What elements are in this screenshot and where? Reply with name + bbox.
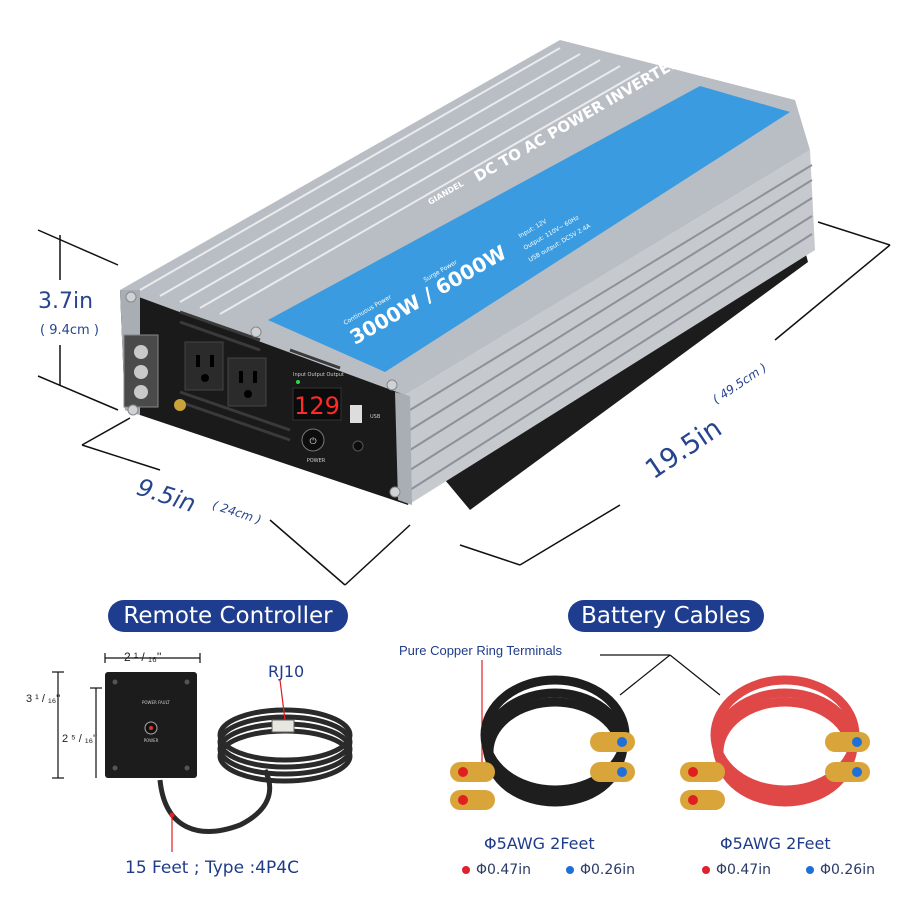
voltage-display	[292, 387, 342, 421]
screws	[125, 291, 401, 498]
height-inches: 3.7in	[38, 289, 94, 314]
terminals-label: Pure Copper Ring Terminals	[399, 643, 563, 658]
usb-label: USB	[370, 414, 381, 420]
remote-controller-heading: Remote Controller	[108, 600, 348, 632]
black-legend-small-text: Φ0.26in	[580, 862, 635, 878]
front-vents	[179, 310, 341, 442]
usb-port	[350, 405, 362, 423]
black-legend-small: Φ0.26in	[566, 862, 635, 878]
red-legend-large: Φ0.47in	[702, 862, 771, 878]
remote-fault-label: FAULT	[158, 700, 170, 705]
remote-button-label: POWER	[144, 738, 159, 743]
remote-outer-height-dim: 3 ¹ / ₁₆''	[26, 693, 61, 705]
remote-cable	[157, 707, 353, 834]
status-labels: Input Output Output	[293, 372, 344, 378]
blue-dot-icon	[566, 866, 574, 874]
red-ring-terminals	[680, 732, 870, 810]
ac-outlet-right	[227, 357, 267, 407]
rj10-label: RJ10	[268, 662, 305, 681]
display-value: 129	[294, 392, 340, 420]
remote-port	[352, 440, 364, 452]
side-fins	[409, 164, 813, 491]
top-fins	[139, 47, 641, 315]
remote-width-dim: 2 ¹ / ₁₆''	[124, 650, 162, 664]
inverter-label	[268, 86, 790, 372]
red-legend-large-text: Φ0.47in	[716, 862, 771, 878]
black-legend-large-text: Φ0.47in	[476, 862, 531, 878]
remote-power-label: POWER	[142, 700, 157, 705]
battery-cables-illustration	[450, 654, 870, 810]
power-icon: ⏻	[309, 436, 316, 447]
blue-dot-icon	[806, 866, 814, 874]
rj10-plug	[271, 719, 295, 733]
remote-illustration: POWER FAULT POWER	[52, 653, 353, 852]
height-cm: ( 9.4cm )	[40, 323, 99, 338]
black-ring-terminals	[450, 732, 635, 810]
battery-cables-heading: Battery Cables	[568, 600, 764, 632]
black-legend-large: Φ0.47in	[462, 862, 531, 878]
dimension-lines	[37, 221, 891, 586]
red-legend-small: Φ0.26in	[806, 862, 875, 878]
inverter-illustration: 129 ⏻ POWER USB Input Output Output GIAN…	[37, 40, 891, 586]
remote-cable-note: 15 Feet ; Type :4P4C	[125, 858, 299, 878]
power-label: POWER	[307, 458, 326, 464]
red-dot-icon	[702, 866, 710, 874]
red-dot-icon	[462, 866, 470, 874]
dc-terminals	[123, 334, 186, 411]
black-cable-spec: Φ5AWG 2Feet	[484, 834, 595, 853]
ac-outlet-left	[184, 341, 224, 391]
inverter-side	[405, 150, 815, 505]
red-legend-small-text: Φ0.26in	[820, 862, 875, 878]
remote-inner-height-dim: 2 ⁵ / ₁₆''	[62, 733, 98, 745]
power-button	[301, 428, 325, 452]
red-cable-spec: Φ5AWG 2Feet	[720, 834, 831, 853]
